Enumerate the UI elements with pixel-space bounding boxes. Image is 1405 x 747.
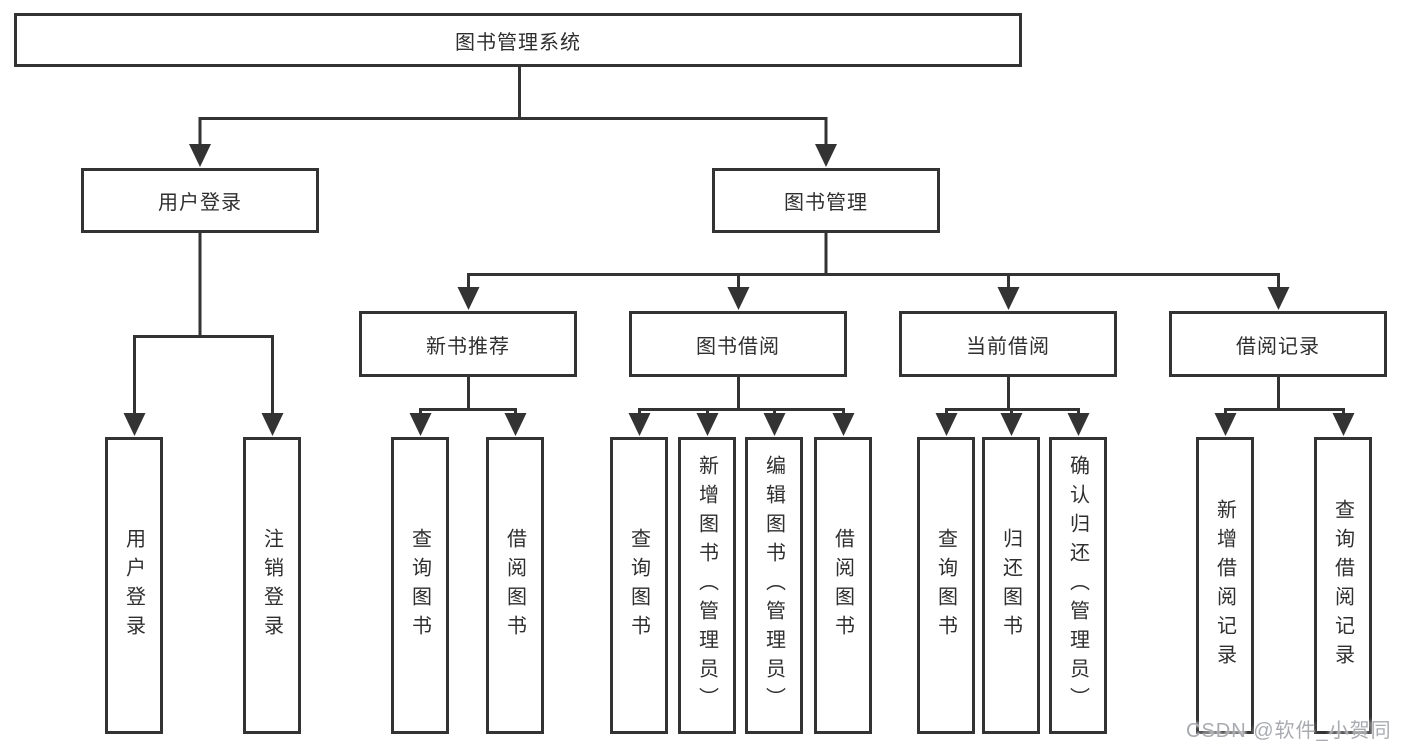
leaf-logout: 注销登录 xyxy=(243,437,301,734)
arrowheads-level2 xyxy=(189,144,837,167)
arrowheads-current-leaves xyxy=(935,413,1090,436)
connector-bookmgmt-to-level3 xyxy=(467,232,1280,290)
leaf-borrow-books-recommend: 借阅图书 xyxy=(486,437,544,734)
connector-userlogin-to-leaves xyxy=(133,233,274,416)
connector-newbook-to-leaves xyxy=(419,377,517,416)
connector-root-to-level2 xyxy=(198,64,828,147)
node-user-login: 用户登录 xyxy=(81,168,319,233)
arrowheads-borrow-leaves xyxy=(628,413,855,436)
connector-current-to-leaves xyxy=(945,377,1080,416)
leaf-query-books-recommend: 查询图书 xyxy=(391,437,449,734)
csdn-watermark: CSDN @软件_小贺同学 xyxy=(1186,720,1392,742)
leaf-edit-book-admin: 编辑图书（管理员） xyxy=(745,437,803,734)
arrowheads-userlogin-leaves xyxy=(123,413,284,436)
node-borrow-records: 借阅记录 xyxy=(1169,311,1387,377)
arrowheads-records-leaves xyxy=(1214,413,1355,436)
node-new-book-recommend: 新书推荐 xyxy=(359,311,577,377)
node-current-borrow: 当前借阅 xyxy=(899,311,1117,377)
node-book-management: 图书管理 xyxy=(712,168,940,233)
connector-borrow-to-leaves xyxy=(638,377,845,416)
leaf-confirm-return-admin: 确认归还（管理员） xyxy=(1049,437,1107,734)
leaf-query-books-current: 查询图书 xyxy=(917,437,975,734)
leaf-add-borrow-record: 新增借阅记录 xyxy=(1196,437,1254,734)
leaf-add-book-admin: 新增图书（管理员） xyxy=(678,437,736,734)
node-book-borrow: 图书借阅 xyxy=(629,311,847,377)
leaf-return-books: 归还图书 xyxy=(982,437,1040,734)
node-library-management-system: 图书管理系统 xyxy=(14,13,1022,67)
arrowheads-level3 xyxy=(457,287,1290,310)
leaf-query-books-borrow: 查询图书 xyxy=(610,437,668,734)
leaf-user-login: 用户登录 xyxy=(105,437,163,734)
arrowheads-newbook-leaves xyxy=(409,413,527,436)
leaf-borrow-books: 借阅图书 xyxy=(814,437,872,734)
connector-records-to-leaves xyxy=(1224,377,1345,416)
leaf-query-borrow-record: 查询借阅记录 xyxy=(1314,437,1372,734)
